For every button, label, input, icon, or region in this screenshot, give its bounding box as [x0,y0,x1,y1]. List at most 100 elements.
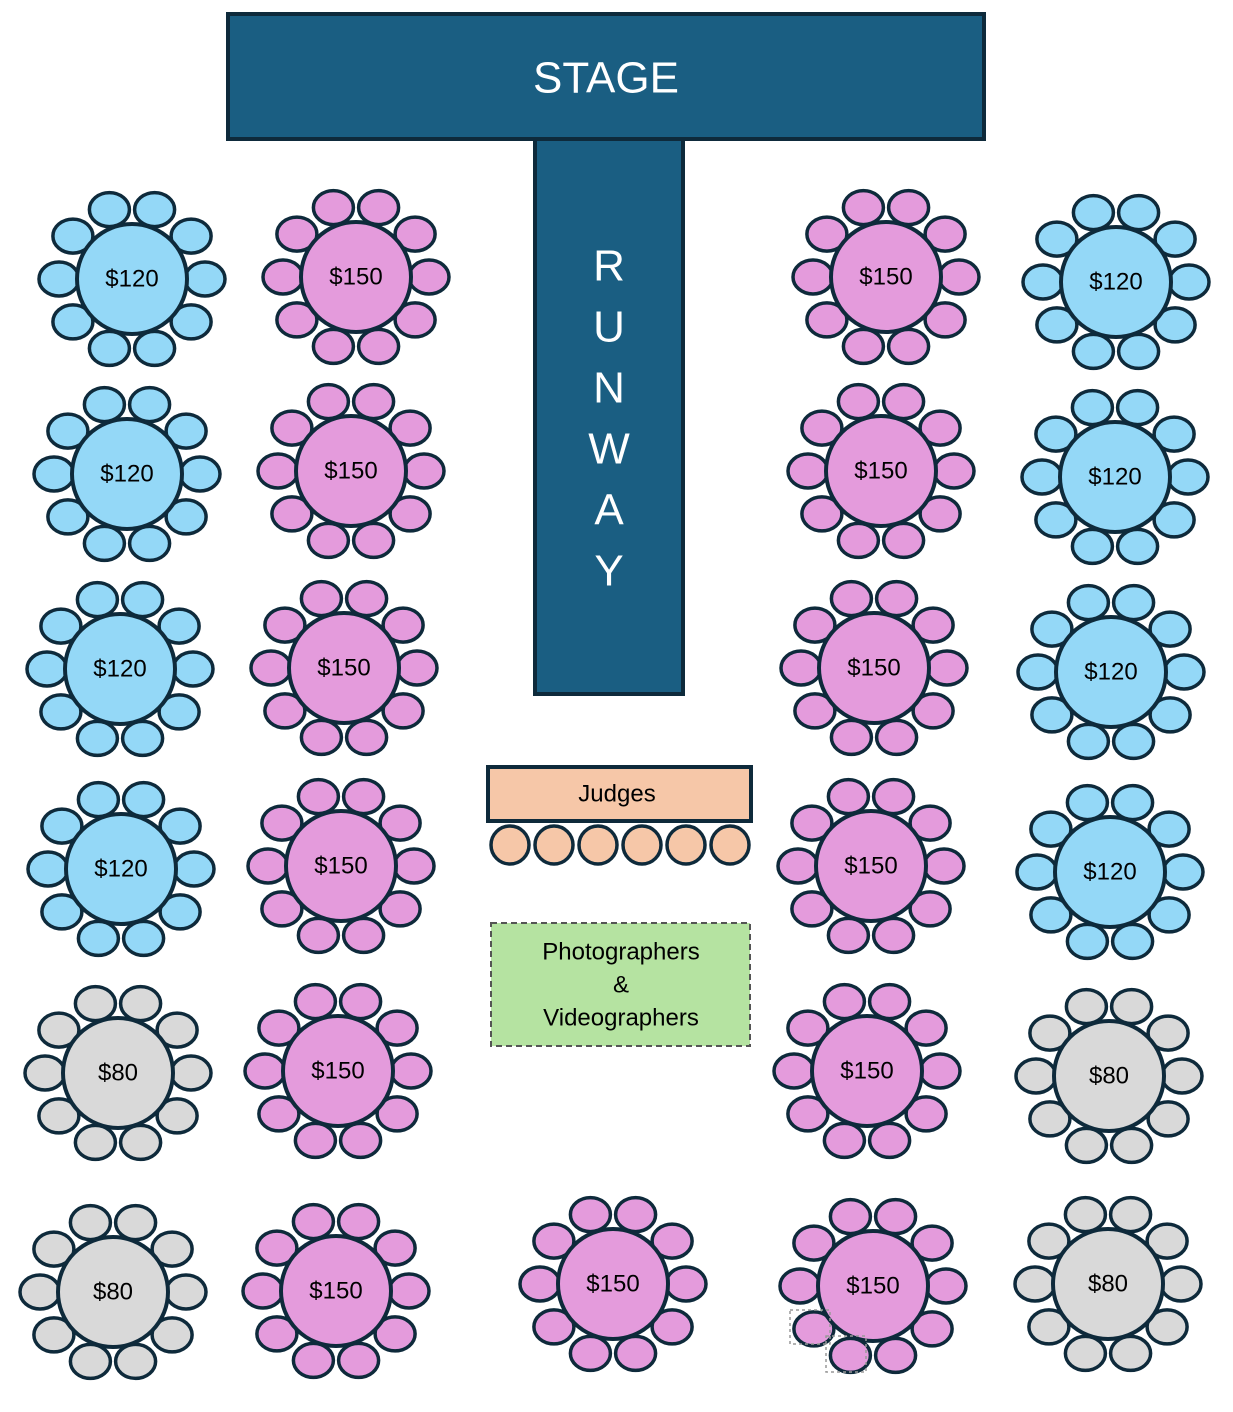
table-top [810,1014,924,1128]
seat [23,1054,67,1092]
seat [127,524,172,563]
round-table-150: $150 [256,382,446,560]
seat [118,1123,163,1162]
runway-letter: Y [594,547,623,596]
seat [828,1336,873,1375]
table-top [61,1016,175,1130]
table-top [64,812,178,926]
table-top [1054,615,1168,729]
seat [1110,922,1155,961]
table-top [1053,815,1167,929]
seat [388,409,432,447]
table-price-label: $120 [1084,659,1137,686]
table-price-label: $150 [847,655,900,682]
seat [1111,583,1156,622]
seat [568,1334,613,1373]
seat [299,718,344,757]
seat [127,385,172,424]
seat [1070,388,1115,427]
judge-seat [577,824,619,866]
seat [263,606,307,644]
seat [241,1272,285,1310]
seat [1159,1265,1203,1303]
seat [805,215,849,253]
seat [121,780,166,819]
seat [336,1202,381,1241]
table-price-label: $150 [317,655,370,682]
seat [73,1123,118,1162]
round-table-120: $120 [32,385,222,563]
seat [1065,783,1110,822]
round-table-150: $150 [243,982,433,1160]
round-table-150: $150 [246,777,436,955]
seat [532,1308,576,1346]
seat [39,693,83,731]
seat [1161,853,1205,891]
seat [150,1230,194,1268]
seat [336,1341,381,1380]
seat [828,1197,873,1236]
seat [169,303,213,341]
seat [786,452,830,490]
seat [306,521,351,560]
seat [1148,610,1192,648]
table-top [1052,1019,1166,1133]
seat [263,692,307,730]
seat [25,650,69,688]
table-price-label: $150 [324,458,377,485]
round-table-80: $80 [23,984,213,1162]
seat [924,1267,968,1305]
table-price-label: $150 [854,458,907,485]
seat [257,1095,301,1133]
table-price-label: $150 [846,1273,899,1300]
round-table-80: $80 [1014,987,1204,1165]
seat [1145,1308,1189,1346]
seat [911,692,955,730]
seat [779,649,823,687]
seat [1146,1014,1190,1052]
seat [1153,220,1197,258]
selection-handle [789,1309,831,1345]
press-area-box [490,922,751,1047]
seat [40,807,84,845]
seat [826,916,871,955]
seat [1063,1334,1108,1373]
seat [158,807,202,845]
seat [664,1265,708,1303]
seat [291,1341,336,1380]
press-label-line1: Photographers [542,939,699,966]
seat [1148,696,1192,734]
seat [786,1095,830,1133]
round-table-150: $150 [778,1197,968,1375]
seat [613,1195,658,1234]
seat [841,327,886,366]
seat [1013,1265,1057,1303]
seat [68,1342,113,1381]
seat [911,606,955,644]
seat [389,1052,433,1090]
seat [881,382,926,421]
seat [82,385,127,424]
table-price-label: $150 [859,264,912,291]
seat [908,804,952,842]
seat [1020,458,1064,496]
seat [164,498,208,536]
seat [1066,583,1111,622]
press-area: Photographers & Videographers [490,922,751,1047]
table-price-label: $120 [1083,859,1136,886]
round-table-120: $120 [25,580,215,758]
table-top [75,222,189,336]
seat [378,890,422,928]
seat [32,1316,76,1354]
seat [351,382,396,421]
seat [829,718,874,757]
seat [387,1272,431,1310]
seat [910,1310,954,1348]
seat [886,327,931,366]
seat [1034,501,1078,539]
seat [299,579,344,618]
seat [375,1095,419,1133]
seat [776,847,820,885]
judge-seat [533,824,575,866]
seat [341,916,386,955]
